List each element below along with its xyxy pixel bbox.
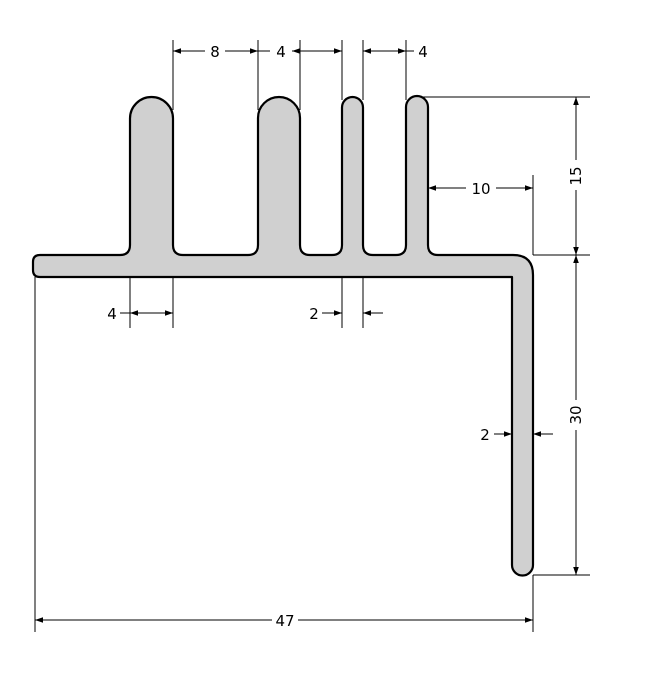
dim-fin-offset: 10: [471, 180, 490, 198]
dim-fin-width-thin: 2: [309, 305, 319, 323]
dim-fin-gap-right: 4: [418, 43, 428, 61]
extension-lines: [34, 40, 590, 632]
dim-total-width: 47: [275, 612, 294, 630]
dim-fin-height: 15: [567, 166, 585, 185]
dim-leg-height: 30: [567, 405, 585, 424]
dim-leg-thickness: 2: [480, 426, 490, 444]
dim-fin-width-wide: 4: [107, 305, 117, 323]
dim-fin-gap-left: 8: [210, 43, 220, 61]
dim-fin-gap-mid: 4: [276, 43, 286, 61]
dimension-lines: [35, 48, 579, 623]
heatsink-profile: [31, 94, 535, 577]
